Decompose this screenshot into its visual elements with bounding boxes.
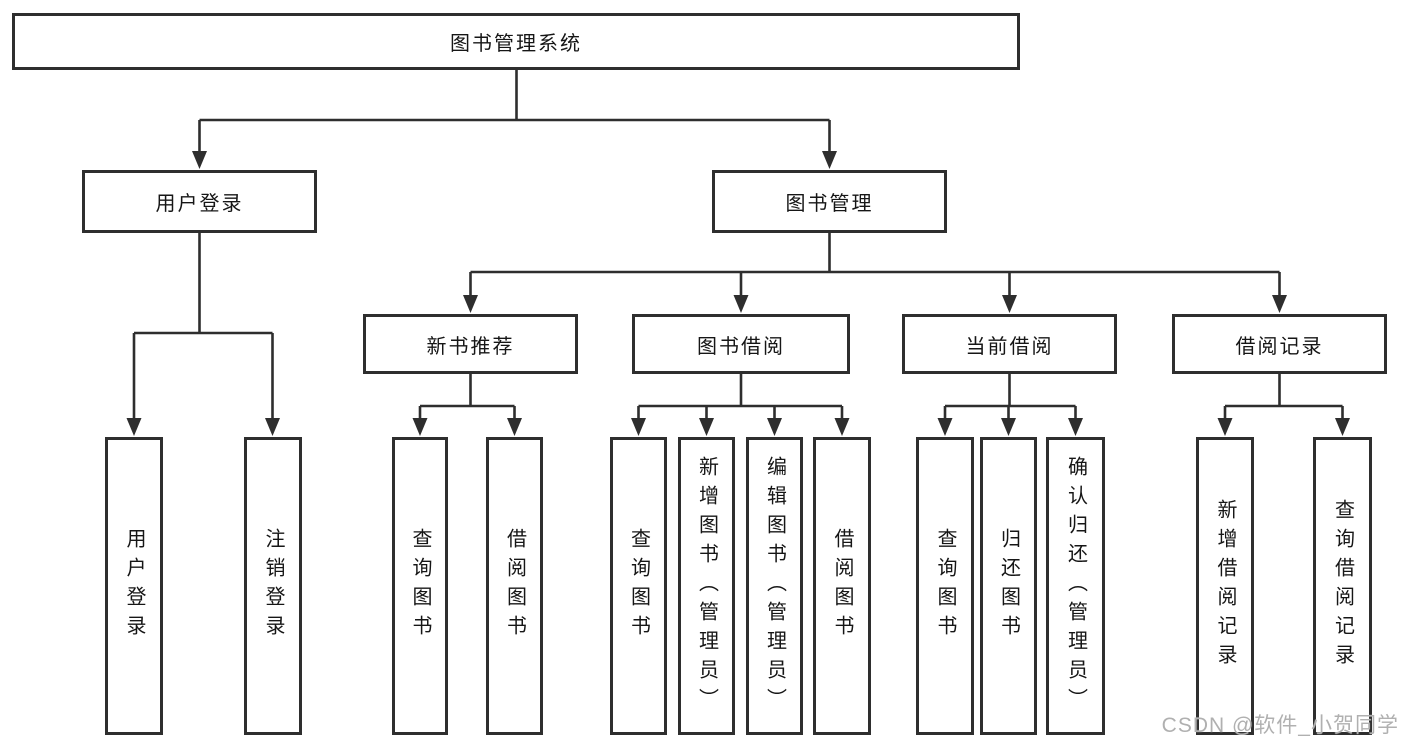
arrowhead-icon — [1217, 418, 1233, 436]
node-label: 图书管理系统 — [450, 33, 582, 55]
arrowhead-icon — [699, 418, 714, 436]
leaf-query-books-3: 查询图书 — [916, 437, 974, 735]
leaf-return-book: 归还图书 — [980, 437, 1037, 735]
arrowhead-icon — [1272, 295, 1287, 313]
arrowhead-icon — [507, 418, 522, 436]
leaf-borrow-books-1: 借阅图书 — [486, 437, 543, 735]
arrowhead-icon — [631, 418, 646, 436]
leaf-add-book-admin: 新增图书（管理员） — [678, 437, 735, 735]
leaf-label: 查询借阅记录 — [1331, 499, 1354, 673]
node-new-book-recommend: 新书推荐 — [363, 314, 578, 374]
csdn-watermark: CSDN @软件_小贺同学 — [1161, 714, 1399, 737]
leaf-query-books-1: 查询图书 — [392, 437, 448, 735]
arrowhead-icon — [1335, 418, 1350, 436]
leaf-edit-book-admin: 编辑图书（管理员） — [746, 437, 803, 735]
leaf-borrow-books-2: 借阅图书 — [813, 437, 871, 735]
leaf-add-borrow-record: 新增借阅记录 — [1196, 437, 1254, 735]
arrowhead-icon — [1001, 418, 1016, 436]
node-label: 新书推荐 — [426, 335, 515, 358]
arrowhead-icon — [834, 418, 850, 436]
arrowhead-icon — [412, 418, 428, 436]
leaf-label: 查询图书 — [627, 528, 650, 644]
arrowhead-icon — [192, 151, 207, 169]
leaf-label: 归还图书 — [997, 528, 1020, 644]
arrowhead-icon — [1068, 418, 1083, 436]
leaf-user-login: 用户登录 — [105, 437, 163, 735]
leaf-label: 确认归还（管理员） — [1064, 455, 1087, 717]
node-book-management: 图书管理 — [712, 170, 947, 233]
leaf-query-borrow-record: 查询借阅记录 — [1313, 437, 1372, 735]
node-system-root: 图书管理系统 — [12, 13, 1020, 70]
node-book-borrow: 图书借阅 — [632, 314, 850, 374]
node-user-login: 用户登录 — [82, 170, 317, 233]
node-borrow-records: 借阅记录 — [1172, 314, 1387, 374]
leaf-label: 查询图书 — [409, 528, 431, 644]
arrowhead-icon — [767, 418, 782, 436]
leaf-label: 借阅图书 — [503, 528, 526, 644]
arrowhead-icon — [1002, 295, 1017, 313]
arrowhead-icon — [126, 418, 142, 436]
arrowhead-icon — [733, 295, 749, 313]
arrowhead-icon — [937, 418, 953, 436]
leaf-label: 借阅图书 — [831, 528, 853, 644]
arrowhead-icon — [265, 418, 280, 436]
leaf-label: 注销登录 — [262, 528, 284, 644]
arrowhead-icon — [822, 151, 837, 169]
leaf-label: 用户登录 — [123, 528, 145, 644]
node-label: 图书管理 — [785, 193, 874, 215]
node-label: 用户登录 — [155, 193, 244, 215]
node-current-borrow: 当前借阅 — [902, 314, 1117, 374]
arrowhead-icon — [463, 295, 478, 313]
node-label: 借阅记录 — [1235, 335, 1324, 358]
node-label: 当前借阅 — [965, 335, 1054, 358]
leaf-label: 新增图书（管理员） — [695, 455, 718, 717]
leaf-label: 查询图书 — [934, 528, 956, 644]
leaf-confirm-return-admin: 确认归还（管理员） — [1046, 437, 1105, 735]
leaf-logout: 注销登录 — [244, 437, 302, 735]
leaf-query-books-2: 查询图书 — [610, 437, 667, 735]
node-label: 图书借阅 — [697, 335, 785, 358]
leaf-label: 编辑图书（管理员） — [763, 455, 786, 717]
leaf-label: 新增借阅记录 — [1214, 499, 1236, 673]
